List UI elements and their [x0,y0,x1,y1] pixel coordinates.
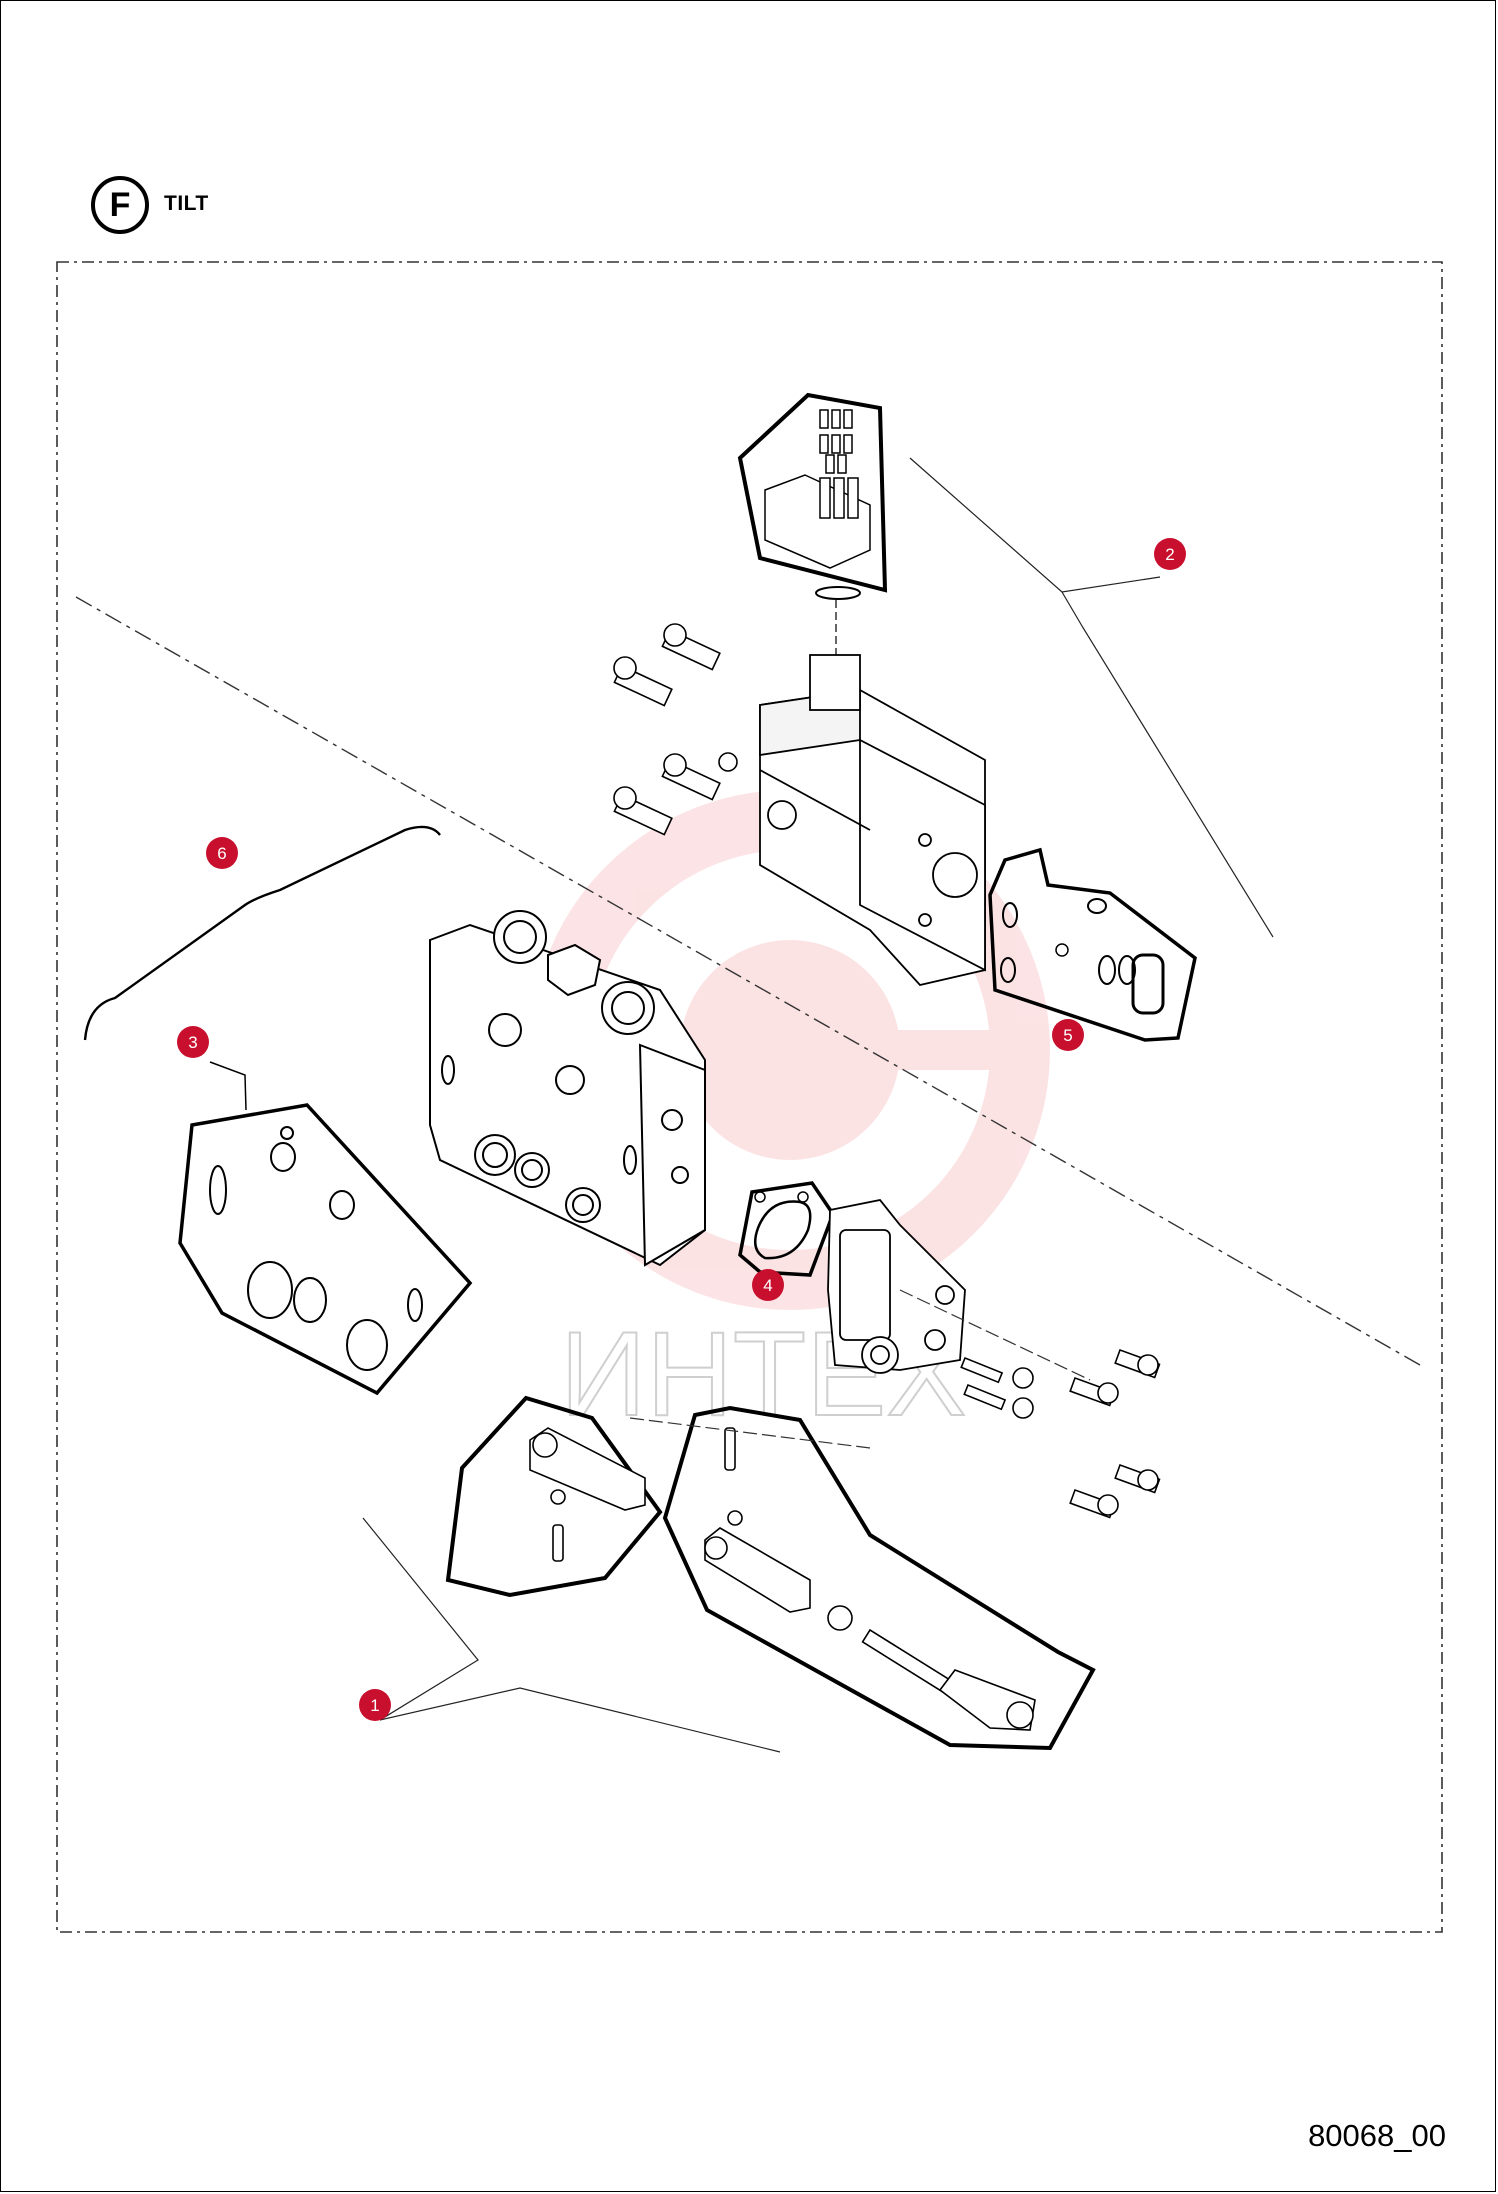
assembly-axis [75,596,1421,1366]
callout-3: 3 [177,1026,209,1058]
lever-axis-line [629,1417,871,1449]
callout-2: 2 [1154,538,1186,570]
callout-3-label: 3 [188,1033,197,1052]
callout-1-marker [359,1689,391,1721]
gasket-4 [738,1181,835,1277]
hardware-axis-line [899,1289,1091,1381]
lever-detail-left [445,1395,663,1598]
kit-boundary [56,261,1443,1933]
leader-lines-1 [362,1517,781,1753]
callout-2-label: 2 [1165,545,1174,564]
lever-detail-right [662,1405,1096,1751]
connector-detail [737,392,888,655]
callout-1-label: 1 [370,1696,379,1715]
callout-4-marker [752,1269,784,1301]
gasket-5 [988,847,1197,1042]
callout-1: 1 [359,1689,391,1721]
section-title: TILT [164,192,209,215]
leader-lines-2 [909,457,1274,938]
callout-5: 5 [1052,1019,1084,1051]
valve-section-block [429,910,706,1267]
fastener-set [960,1348,1161,1519]
callout-6-label: 6 [217,844,226,863]
callout-4: 4 [752,1269,784,1301]
section-letter: F [109,185,131,224]
callout-4-label: 4 [763,1276,772,1295]
callout-3-marker [177,1026,209,1058]
solenoid-bolts [613,623,738,836]
callout-5-label: 5 [1063,1026,1072,1045]
group-6-brace [83,825,441,1041]
callout-5-marker [1052,1019,1084,1051]
solenoid-actuator [759,654,986,986]
callout-6: 6 [206,837,238,869]
drawing-code: 80068_00 [1308,2118,1446,2153]
gasket-3 [178,1103,473,1396]
callout-2-marker [1154,538,1186,570]
lever-actuator-housing [827,1199,966,1374]
section-badge: F [91,176,149,234]
leader-line-3 [209,1061,247,1111]
callout-6-marker [206,837,238,869]
